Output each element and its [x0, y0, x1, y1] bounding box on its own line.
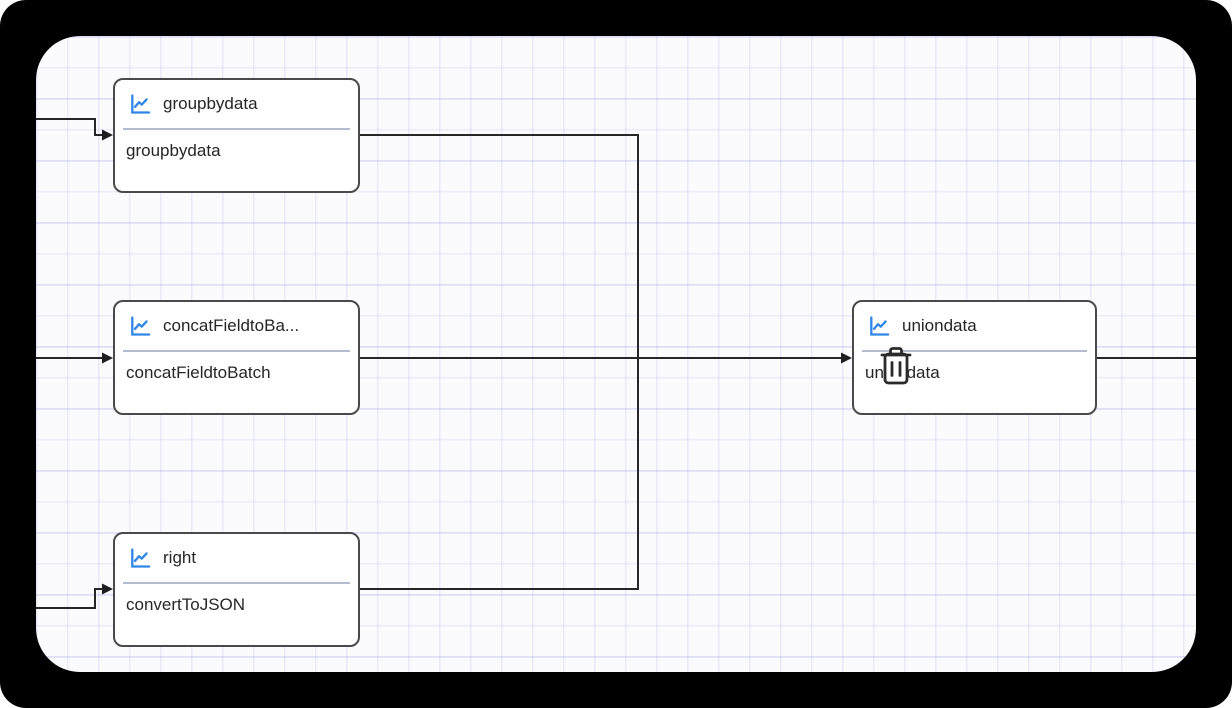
- line-chart-icon: [131, 547, 151, 568]
- edge-input-right[interactable]: [36, 588, 103, 609]
- edge-layer: [36, 118, 1196, 609]
- arrowhead-uniondata: [841, 352, 852, 364]
- line-chart-icon: [131, 315, 151, 336]
- node-divider: [123, 128, 350, 130]
- line-chart-icon: [870, 315, 890, 336]
- node-divider: [123, 582, 350, 584]
- node-title: uniondata: [902, 316, 977, 335]
- node-subtitle: groupbydata: [126, 141, 221, 160]
- trash-icon[interactable]: [878, 346, 914, 388]
- node-concatfieldtobatch[interactable]: concatFieldtoBa... concatFieldtoBatch: [113, 300, 360, 415]
- node-title-row: right: [115, 534, 358, 582]
- node-divider: [123, 350, 350, 352]
- node-uniondata[interactable]: uniondata uniondata: [852, 300, 1097, 415]
- arrowhead-right: [102, 583, 113, 595]
- node-divider: [862, 350, 1087, 352]
- node-subtitle: convertToJSON: [126, 595, 246, 614]
- node-title: concatFieldtoBa...: [163, 316, 300, 335]
- edge-input-groupbydata[interactable]: [36, 118, 103, 136]
- line-chart-icon: [131, 93, 151, 114]
- edge-merge-rail[interactable]: [360, 134, 639, 590]
- arrowhead-groupbydata: [102, 129, 113, 141]
- node-right[interactable]: right convertToJSON: [113, 532, 360, 647]
- node-title: groupbydata: [163, 94, 258, 113]
- node-title-row: uniondata: [854, 302, 1095, 350]
- node-title-row: concatFieldtoBa...: [115, 302, 358, 350]
- node-groupbydata[interactable]: groupbydata groupbydata: [113, 78, 360, 193]
- arrowhead-concatfieldtobatch: [102, 352, 113, 364]
- node-title: right: [163, 548, 197, 567]
- flow-canvas[interactable]: groupbydata groupbydata concatFieldtoBa.…: [36, 36, 1196, 672]
- node-subtitle: concatFieldtoBatch: [126, 363, 271, 382]
- node-title-row: groupbydata: [115, 80, 358, 128]
